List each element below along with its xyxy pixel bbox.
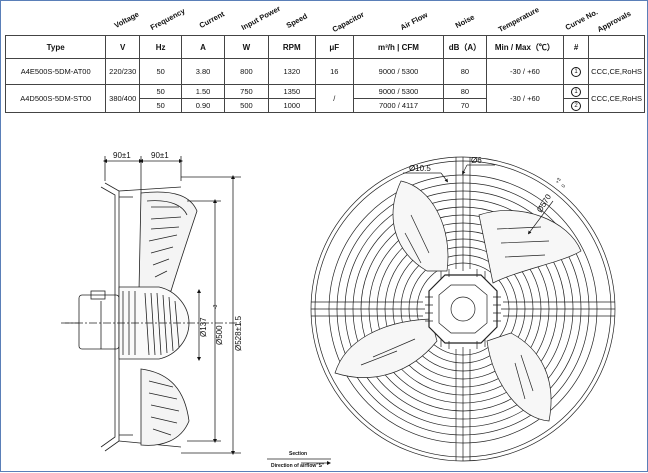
speed-cell: 1000 bbox=[268, 98, 316, 113]
capacitor-cell: 16 bbox=[314, 58, 354, 85]
temperature-unit: Min / Max（℃） bbox=[485, 35, 564, 59]
curve-number: 2 bbox=[571, 101, 582, 111]
current-cell: 0.90 bbox=[181, 98, 225, 113]
dim-hole-label: Ø10.5 bbox=[409, 164, 431, 173]
capacitor-cell: / bbox=[314, 84, 354, 113]
approvals-cell: CCC,CE,RoHS bbox=[588, 58, 645, 85]
spec-table: Type V Hz A W RPM μF m³/h | CFM dB（A） Mi… bbox=[4, 35, 645, 113]
table-row: 50 0.90 500 1000 7000 / 4117 70 2 bbox=[6, 98, 645, 113]
curve-cell: 2 bbox=[562, 98, 590, 113]
temperature-cell: -30 / +60 bbox=[485, 84, 564, 113]
type-cell: A4E500S-5DM-AT00 bbox=[4, 58, 107, 85]
dim-pcd-tol2: 0 bbox=[561, 183, 568, 189]
power-cell: 800 bbox=[223, 58, 270, 85]
dim-hub-label: Ø137 bbox=[199, 317, 208, 337]
units-row: Type V Hz A W RPM μF m³/h | CFM dB（A） Mi… bbox=[4, 35, 645, 59]
dim-pcd-label: Ø570 bbox=[535, 192, 553, 214]
dim-blade-label: Ø500 bbox=[215, 325, 224, 345]
section-label: Section bbox=[289, 451, 307, 457]
power-unit: W bbox=[223, 35, 270, 59]
airflow-cell: 9000 / 5300 bbox=[352, 58, 444, 85]
speed-cell: 1320 bbox=[268, 58, 316, 85]
side-view bbox=[61, 156, 331, 465]
dim-outer-label: Ø528±1.5 bbox=[234, 315, 243, 351]
type-cell: A4D500S-5DM-ST00 bbox=[4, 84, 107, 113]
direction-label: Direction of airflow"S" bbox=[271, 463, 325, 469]
voltage-cell: 380/400 bbox=[105, 84, 141, 113]
dim-slot-label: Ø6 bbox=[471, 156, 482, 165]
curve-number: 1 bbox=[571, 67, 582, 77]
dim-pcd-tol: +3 bbox=[555, 177, 563, 185]
dim-right-label: 90±1 bbox=[151, 151, 169, 160]
speed-unit: RPM bbox=[268, 35, 316, 59]
frequency-cell: 50 bbox=[139, 98, 183, 113]
dim-blade-tol: -3 bbox=[213, 304, 219, 309]
airflow-cell: 7000 / 4117 bbox=[352, 98, 444, 113]
frequency-cell: 50 bbox=[139, 58, 183, 85]
side-view-labels: 90±1 90±1 Ø137 Ø500 -3 Ø528±1.5 Section … bbox=[113, 151, 325, 469]
front-view bbox=[310, 156, 616, 462]
approvals-cell: CCC,CE,RoHS bbox=[588, 84, 645, 113]
curve-number: 1 bbox=[571, 87, 582, 97]
noise-cell: 70 bbox=[442, 98, 487, 113]
dim-left-label: 90±1 bbox=[113, 151, 131, 160]
